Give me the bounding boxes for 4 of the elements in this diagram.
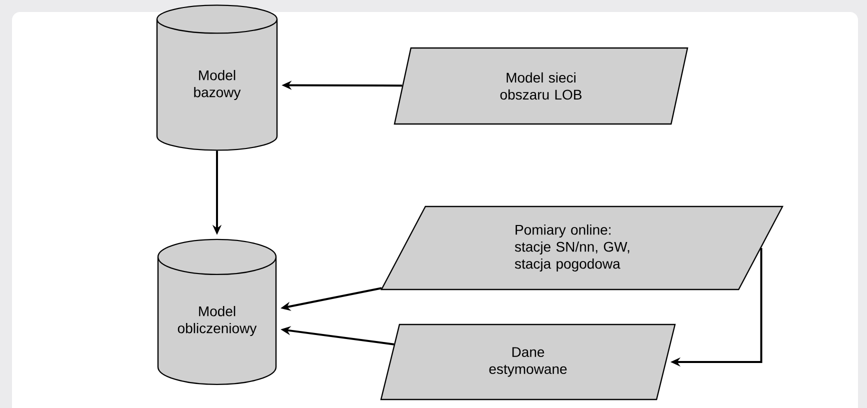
data-parallelogram: Model sieci obszaru LOB	[394, 47, 688, 125]
database-cylinder: Model obliczeniowy	[157, 238, 277, 386]
database-cylinder: Model bazowy	[156, 4, 278, 151]
data-parallelogram: Dane estymowane	[380, 324, 676, 400]
